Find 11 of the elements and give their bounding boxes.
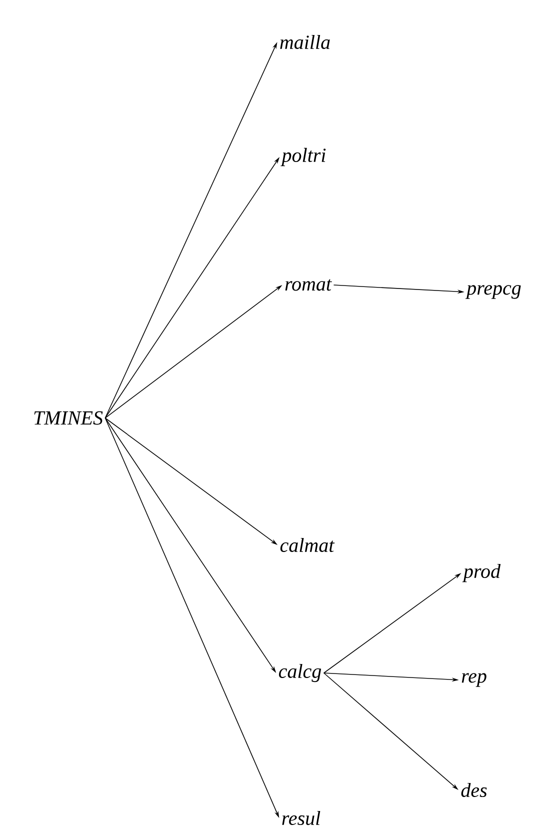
module-label: des [461,782,487,798]
module-label: poltri [280,148,326,166]
module-label: romat [285,279,332,291]
module-label: calcg [278,664,322,682]
root-label: TMINES [34,411,103,425]
module-label: prod [462,564,501,582]
module-label: prepcg [465,285,521,299]
module-label: mailla [280,34,330,50]
module-label: rep [462,673,486,687]
module-label: calmat [280,538,335,552]
module-label: resul [282,810,320,826]
